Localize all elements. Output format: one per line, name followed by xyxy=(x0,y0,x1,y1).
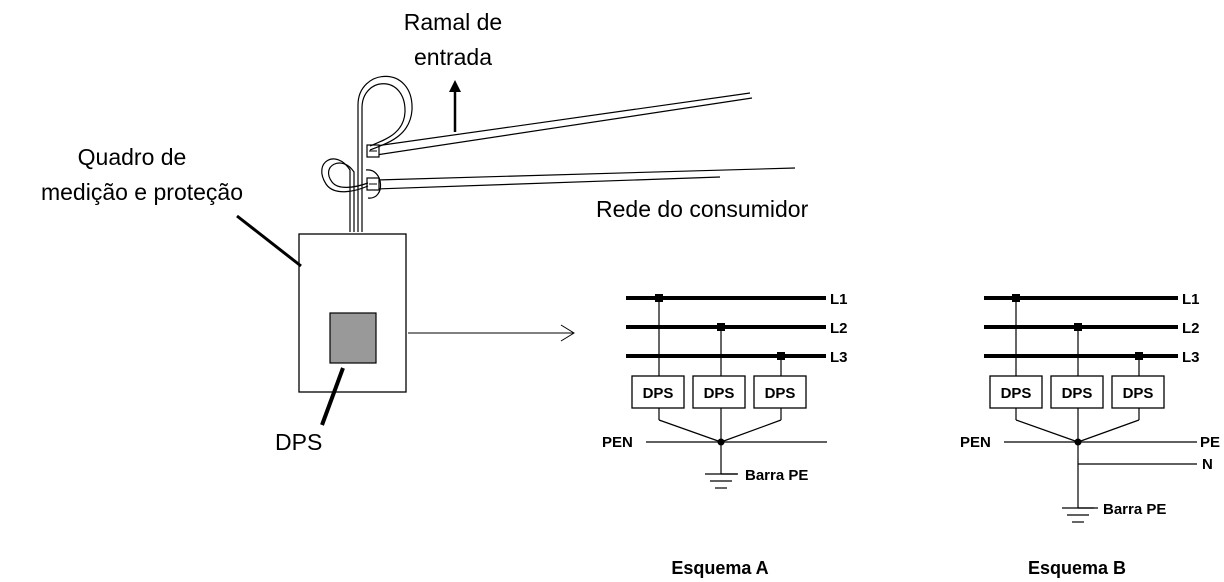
esquema-b-phase-l3: L3 xyxy=(1182,349,1200,366)
esquema-a-dps-3: DPS xyxy=(753,375,807,409)
cable-loop-lower xyxy=(321,158,369,232)
esquema-a-caption: Esquema A xyxy=(671,558,768,578)
esquema-a-dps-2-label: DPS xyxy=(704,385,735,402)
esquema-b-dps-3: DPS xyxy=(1111,375,1165,409)
quadro-label-line1: Quadro de xyxy=(78,144,187,170)
ramal-label-line1: Ramal de xyxy=(404,9,502,35)
esquema-b-dps-2-label: DPS xyxy=(1062,385,1093,402)
insulator-lower xyxy=(366,177,380,191)
esquema-b-phase-l1: L1 xyxy=(1182,291,1200,308)
cable-loop-upper xyxy=(357,75,413,232)
ramal-de-entrada-wires xyxy=(375,92,796,190)
esquema-b-connections xyxy=(1004,294,1197,523)
dps-device xyxy=(329,312,377,364)
dps-pointer xyxy=(320,367,345,426)
esquema-a-phase-l2: L2 xyxy=(830,320,848,337)
ramal-arrowhead xyxy=(449,80,461,92)
rede-label: Rede do consumidor xyxy=(596,196,809,222)
cable-loop-lower-inner xyxy=(327,162,369,232)
dps-label: DPS xyxy=(275,429,322,455)
esquema-b-phase-l2: L2 xyxy=(1182,320,1200,337)
installation-illustration: Ramal de entrada Quadro de medição e pro… xyxy=(41,9,809,455)
esquema-b-barra-label: Barra PE xyxy=(1103,501,1166,518)
esquema-a-dps-2: DPS xyxy=(692,375,746,409)
detail-arrowhead xyxy=(560,324,575,342)
esquema-a-connections xyxy=(646,294,827,489)
esquema-a-dps-1-label: DPS xyxy=(643,385,674,402)
esquema-a-phase-l3: L3 xyxy=(830,349,848,366)
esquema-b-caption: Esquema B xyxy=(1028,558,1126,578)
esquema-b: L1 L2 L3 DPS xyxy=(960,291,1220,578)
esquema-b-pe-label: PE xyxy=(1200,434,1220,451)
esquema-a-dps-3-label: DPS xyxy=(765,385,796,402)
esquema-a-barra-label: Barra PE xyxy=(745,467,808,484)
cable-loop-upper-inner xyxy=(361,83,406,232)
esquema-b-n-label: N xyxy=(1202,456,1213,473)
cable-wrap xyxy=(365,169,382,199)
esquema-b-dps-1: DPS xyxy=(989,375,1043,409)
esquema-b-dps-2: DPS xyxy=(1050,375,1104,409)
esquema-a-phase-l1: L1 xyxy=(830,291,848,308)
esquema-b-pen-label: PEN xyxy=(960,434,991,451)
quadro-pointer xyxy=(236,214,302,268)
esquema-b-dps-1-label: DPS xyxy=(1001,385,1032,402)
esquema-b-dps-3-label: DPS xyxy=(1123,385,1154,402)
quadro-label-line2: medição e proteção xyxy=(41,179,243,205)
ramal-label-line2: entrada xyxy=(414,44,492,70)
esquema-a: L1 L2 L3 DPS xyxy=(602,291,848,578)
esquema-a-pen-label: PEN xyxy=(602,434,633,451)
esquema-a-dps-1: DPS xyxy=(631,375,685,409)
